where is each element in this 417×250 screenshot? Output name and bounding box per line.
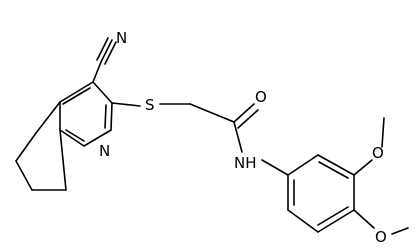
- bond-cp-1: [35, 101, 61, 134]
- bond-cp-5: [59, 129, 67, 191]
- bond-nitrile-3: [104, 41, 117, 65]
- bond-benz-2-double: [318, 161, 349, 179]
- bond-nitrile-1: [100, 39, 113, 63]
- bond-c-nh: [233, 121, 243, 153]
- bond-cp-2: [15, 132, 37, 162]
- bond-ar-o1: [353, 159, 373, 176]
- atom-sulfur: S: [145, 96, 155, 114]
- bond-ring-5-double: [104, 104, 107, 129]
- bond-ring-3-double: [65, 129, 85, 142]
- atom-methoxy-o-1: O: [372, 144, 384, 162]
- bond-ar-o2: [353, 209, 375, 229]
- bond-c-s: [111, 102, 141, 107]
- atom-amide-nh: NH: [234, 154, 257, 172]
- bond-o2-ch3: [391, 227, 409, 235]
- bond-nitrile-2: [96, 37, 109, 61]
- bond-ring-4: [83, 129, 112, 147]
- bond-ring-1-double: [62, 87, 91, 105]
- atom-nitrile-n: N: [116, 29, 127, 47]
- bonds: [15, 37, 409, 235]
- bond-co-2: [237, 109, 259, 129]
- bond-benz-4-double: [317, 206, 349, 226]
- bond-nh-ar: [261, 159, 289, 176]
- bond-cp-3: [15, 160, 33, 191]
- bond-ring-3: [59, 129, 85, 147]
- atom-carbonyl-o: O: [255, 88, 267, 106]
- atom-methoxy-o-2: O: [375, 228, 387, 246]
- bond-benz-5: [287, 209, 319, 233]
- bond-benz-4: [317, 209, 355, 233]
- bond-ch2-co: [189, 103, 235, 123]
- bond-ring-1: [59, 81, 94, 103]
- bond-ring-6: [92, 81, 113, 104]
- bond-cn-ring: [92, 61, 102, 83]
- bond-benz-1: [287, 154, 319, 176]
- bond-benz-2: [317, 154, 355, 176]
- bond-ring-5: [110, 102, 113, 131]
- atom-labels: N N S O NH O O: [99, 29, 387, 246]
- bond-o1-ch3: [381, 117, 385, 148]
- atom-pyridine-n: N: [99, 142, 110, 160]
- bond-co-1: [233, 103, 255, 123]
